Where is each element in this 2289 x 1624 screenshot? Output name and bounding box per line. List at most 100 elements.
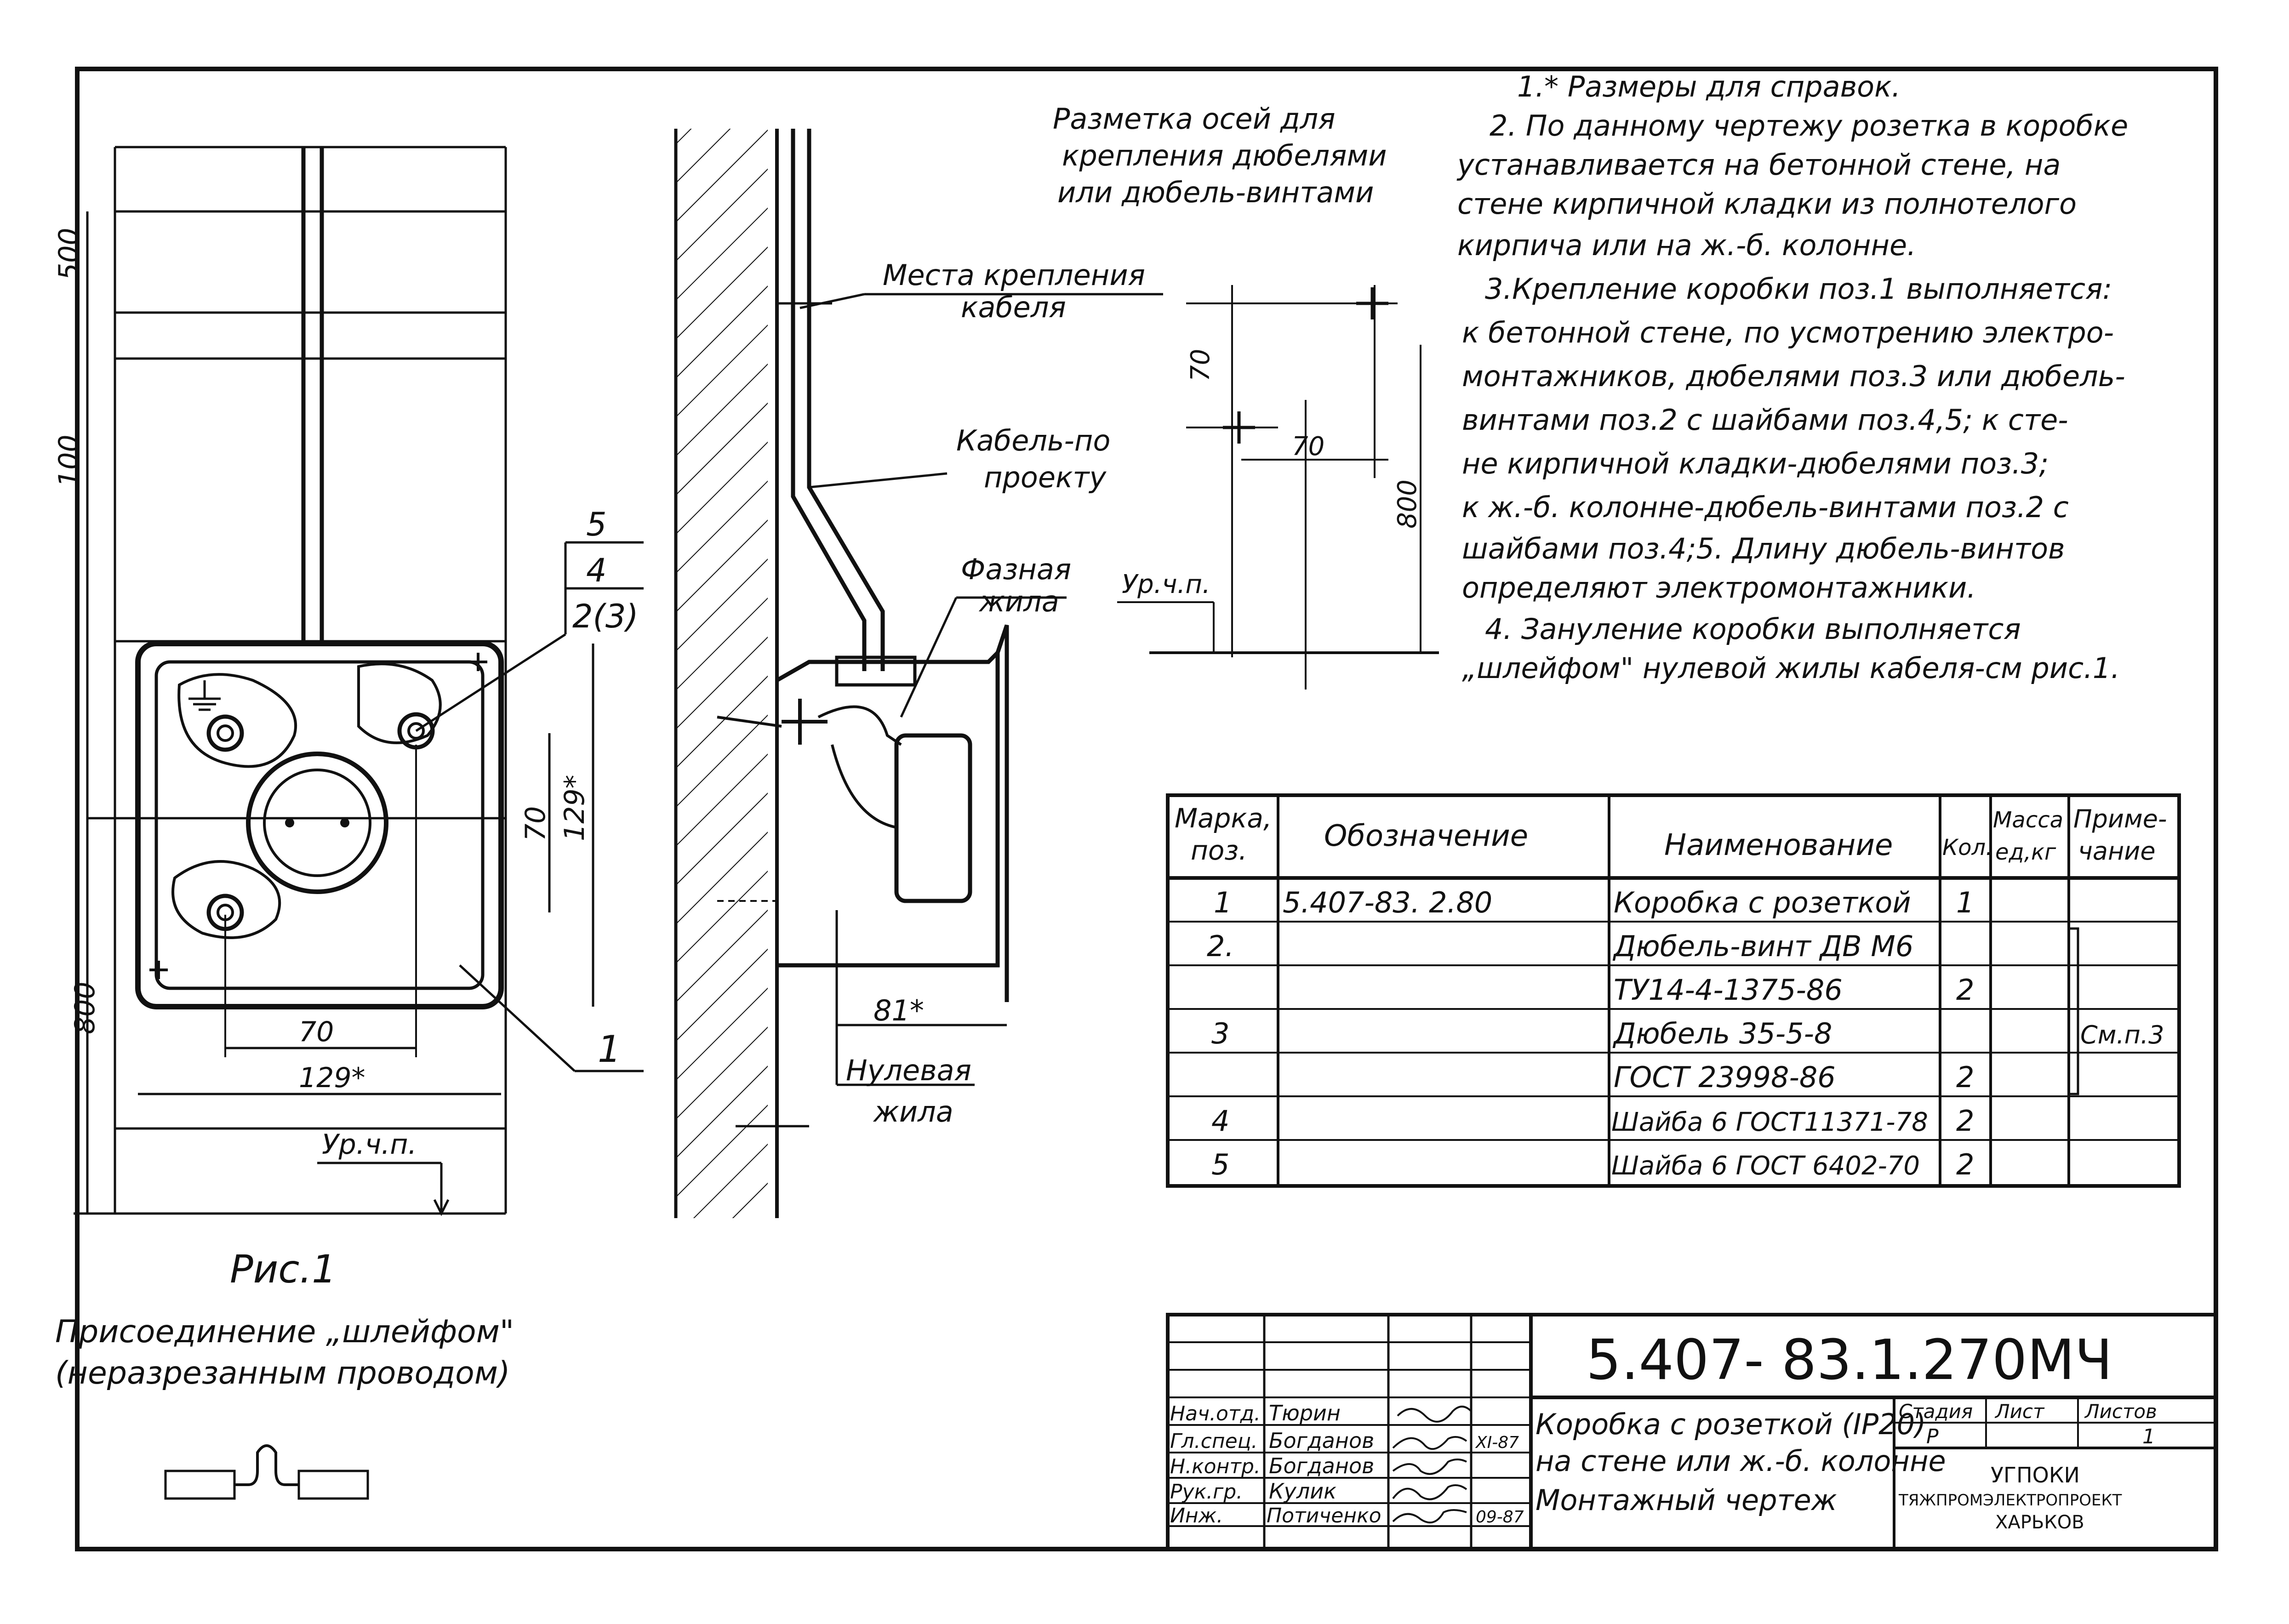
title-line-2: на стене или ж.-б. колонне [1536,1444,1946,1478]
callout-1: 1 [598,1028,621,1071]
spec-row-5-qty: 2 [1956,1060,1974,1094]
axis-mark-top [1356,287,1388,319]
note-line-0: 1.* Размеры для справок. [1517,70,1901,103]
spec-header-qty: Кол. [1942,835,1992,860]
loop-connection-icon [164,1444,369,1500]
note-line-4: кирпича или на ж.-б. колонне. [1457,228,1916,262]
section-view: Места крепления кабеля Кабель-по проекту… [674,129,1163,1218]
markup-dim-70-v: 70 [1186,349,1216,382]
note-line-5: 3.Крепление коробки поз.1 выполняется: [1485,272,2112,306]
title-line-1: Коробка с розеткой (IP20) [1536,1407,1926,1441]
dim-height-129: 129* [559,775,591,841]
markup-title-2: крепления дюбелями [1062,139,1387,172]
spec-row-1-mark: 1 [1214,886,1232,919]
org-line-2: ТЯЖПРОМЭЛЕКТРОПРОЕКТ [1898,1491,2122,1510]
stage-label: Стадия [1899,1400,1973,1423]
fig1-subtitle-2: (неразрезанным проводом) [55,1355,510,1391]
spec-row-7-mark: 5 [1211,1148,1229,1181]
label-depth-81: 81* [873,994,924,1027]
fig1-front-view: 500 100 800 [53,146,644,1500]
org-line-1: УГПОКИ [1991,1463,2080,1487]
spec-row-6-name: Шайба 6 ГОСТ11371-78 [1611,1107,1928,1137]
socket-box [135,641,504,1009]
ground-icon [188,680,221,711]
spec-row-7-name: Шайба 6 ГОСТ 6402-70 [1611,1151,1920,1181]
spec-header-name: Наименование [1664,828,1893,862]
signature-1 [1392,1436,1467,1450]
spec-header-mark-2: поз. [1191,835,1247,866]
name-0: Тюрин [1269,1401,1341,1425]
spec-row-2-mark: 2. [1207,929,1234,963]
signature-3 [1392,1484,1467,1500]
name-1: Богданов [1269,1428,1374,1453]
note-line-13: 4. Зануление коробки выполняется [1485,612,2021,646]
spec-table: Марка, поз. Обозначение Наименование Кол… [1166,793,2181,1188]
signature-4 [1392,1509,1467,1524]
spec-row-2-name: Дюбель-винт ДВ М6 [1612,929,1913,963]
note-line-7: монтажников, дюбелями поз.3 или дюбель- [1462,359,2125,393]
callout-2-3: 2(3) [572,598,639,635]
signature-2 [1392,1459,1467,1475]
note-line-2: устанавливается на бетонной стене, на [1456,148,2061,182]
note-line-3: стене кирпичной кладки из полнотелого [1457,187,2077,221]
role-1: Гл.спец. [1170,1430,1258,1453]
fig1-caption: Рис.1 [230,1247,337,1292]
sheet-frame [75,67,2218,1551]
label-cable-1: Кабель-по [956,424,1110,457]
spec-header-designation: Обозначение [1324,819,1528,853]
role-0: Нач.отд. [1170,1402,1261,1425]
note-line-1: 2. По данному чертежу розетка в коробке [1490,109,2128,142]
spec-header-note-1: Приме- [2073,804,2167,833]
spec-row-4-name: Дюбель 35-5-8 [1612,1017,1832,1050]
spec-header-mass-1: Масса [1993,807,2063,833]
markup-title-1: Разметка осей для [1053,102,1336,136]
markup-dim-800: 800 [1393,479,1422,529]
label-cable-mount-1: Места крепления [883,258,1145,292]
callout-4: 4 [586,552,607,589]
fig1-subtitle-1: Присоединение „шлейфом" [55,1314,514,1350]
role-4: Инж. [1170,1504,1223,1527]
note-line-8: винтами поз.2 с шайбами поз.4,5; к сте- [1462,403,2068,437]
stage-value: Р [1926,1425,1939,1448]
dim-500: 500 [53,228,85,280]
dim-100: 100 [53,434,85,487]
note-line-12: определяют электромонтажники. [1462,571,1976,604]
role-3: Рук.гр. [1170,1480,1243,1504]
note-line-14: „шлейфом" нулевой жилы кабеля-см рис.1. [1462,651,2120,685]
markup-dim-70-h: 70 [1292,432,1324,462]
spec-row-3-qty: 2 [1956,973,1974,1007]
role-2: Н.контр. [1170,1455,1261,1478]
sheet-label: Лист [1994,1400,2045,1423]
name-2: Богданов [1269,1453,1374,1478]
label-cable-2: проекту [984,461,1107,494]
note-line-11: шайбами поз.4;5. Длину дюбель-винтов [1462,532,2065,565]
dim-width-129: 129* [299,1062,365,1094]
spec-row-1-name: Коробка с розеткой [1614,886,1911,919]
spec-row-6-qty: 2 [1956,1104,1974,1138]
screw-top-left [206,714,244,752]
plus-mark-top [469,653,487,671]
spec-header-note-2: чание [2078,837,2156,866]
spec-row-1-qty: 1 [1956,886,1974,919]
name-4: Потиченко [1267,1504,1381,1527]
org-line-3: ХАРЬКОВ [1995,1512,2084,1533]
plus-mark-bottom [149,961,168,979]
date-1: XI-87 [1475,1433,1519,1452]
title-line-3: Монтажный чертеж [1536,1483,1837,1517]
section-socket [894,733,972,903]
spec-row-6-mark: 4 [1211,1104,1229,1138]
spec-note-ref: См.п.3 [2080,1020,2164,1049]
title-block: 5.407- 83.1.270МЧ Нач.отд. Гл.спец. Н.ко… [1166,1313,2218,1551]
dim-height-70: 70 [519,806,552,841]
note-line-6: к бетонной стене, по усмотрению электро- [1462,316,2114,349]
spec-header-mark-1: Марка, [1175,803,1272,834]
sheets-value: 1 [2142,1425,2155,1448]
section-box [776,648,1000,968]
markup-title-3: или дюбель-винтами [1057,176,1374,209]
fig1-level-label: Ур.ч.п. [322,1128,417,1161]
notes-block: 1.* Размеры для справок. 2. По данному ч… [1456,70,2128,685]
socket-outlet [246,752,388,894]
wall-hatch [676,129,768,1218]
note-line-9: не кирпичной кладки-дюбелями поз.3; [1462,447,2049,480]
